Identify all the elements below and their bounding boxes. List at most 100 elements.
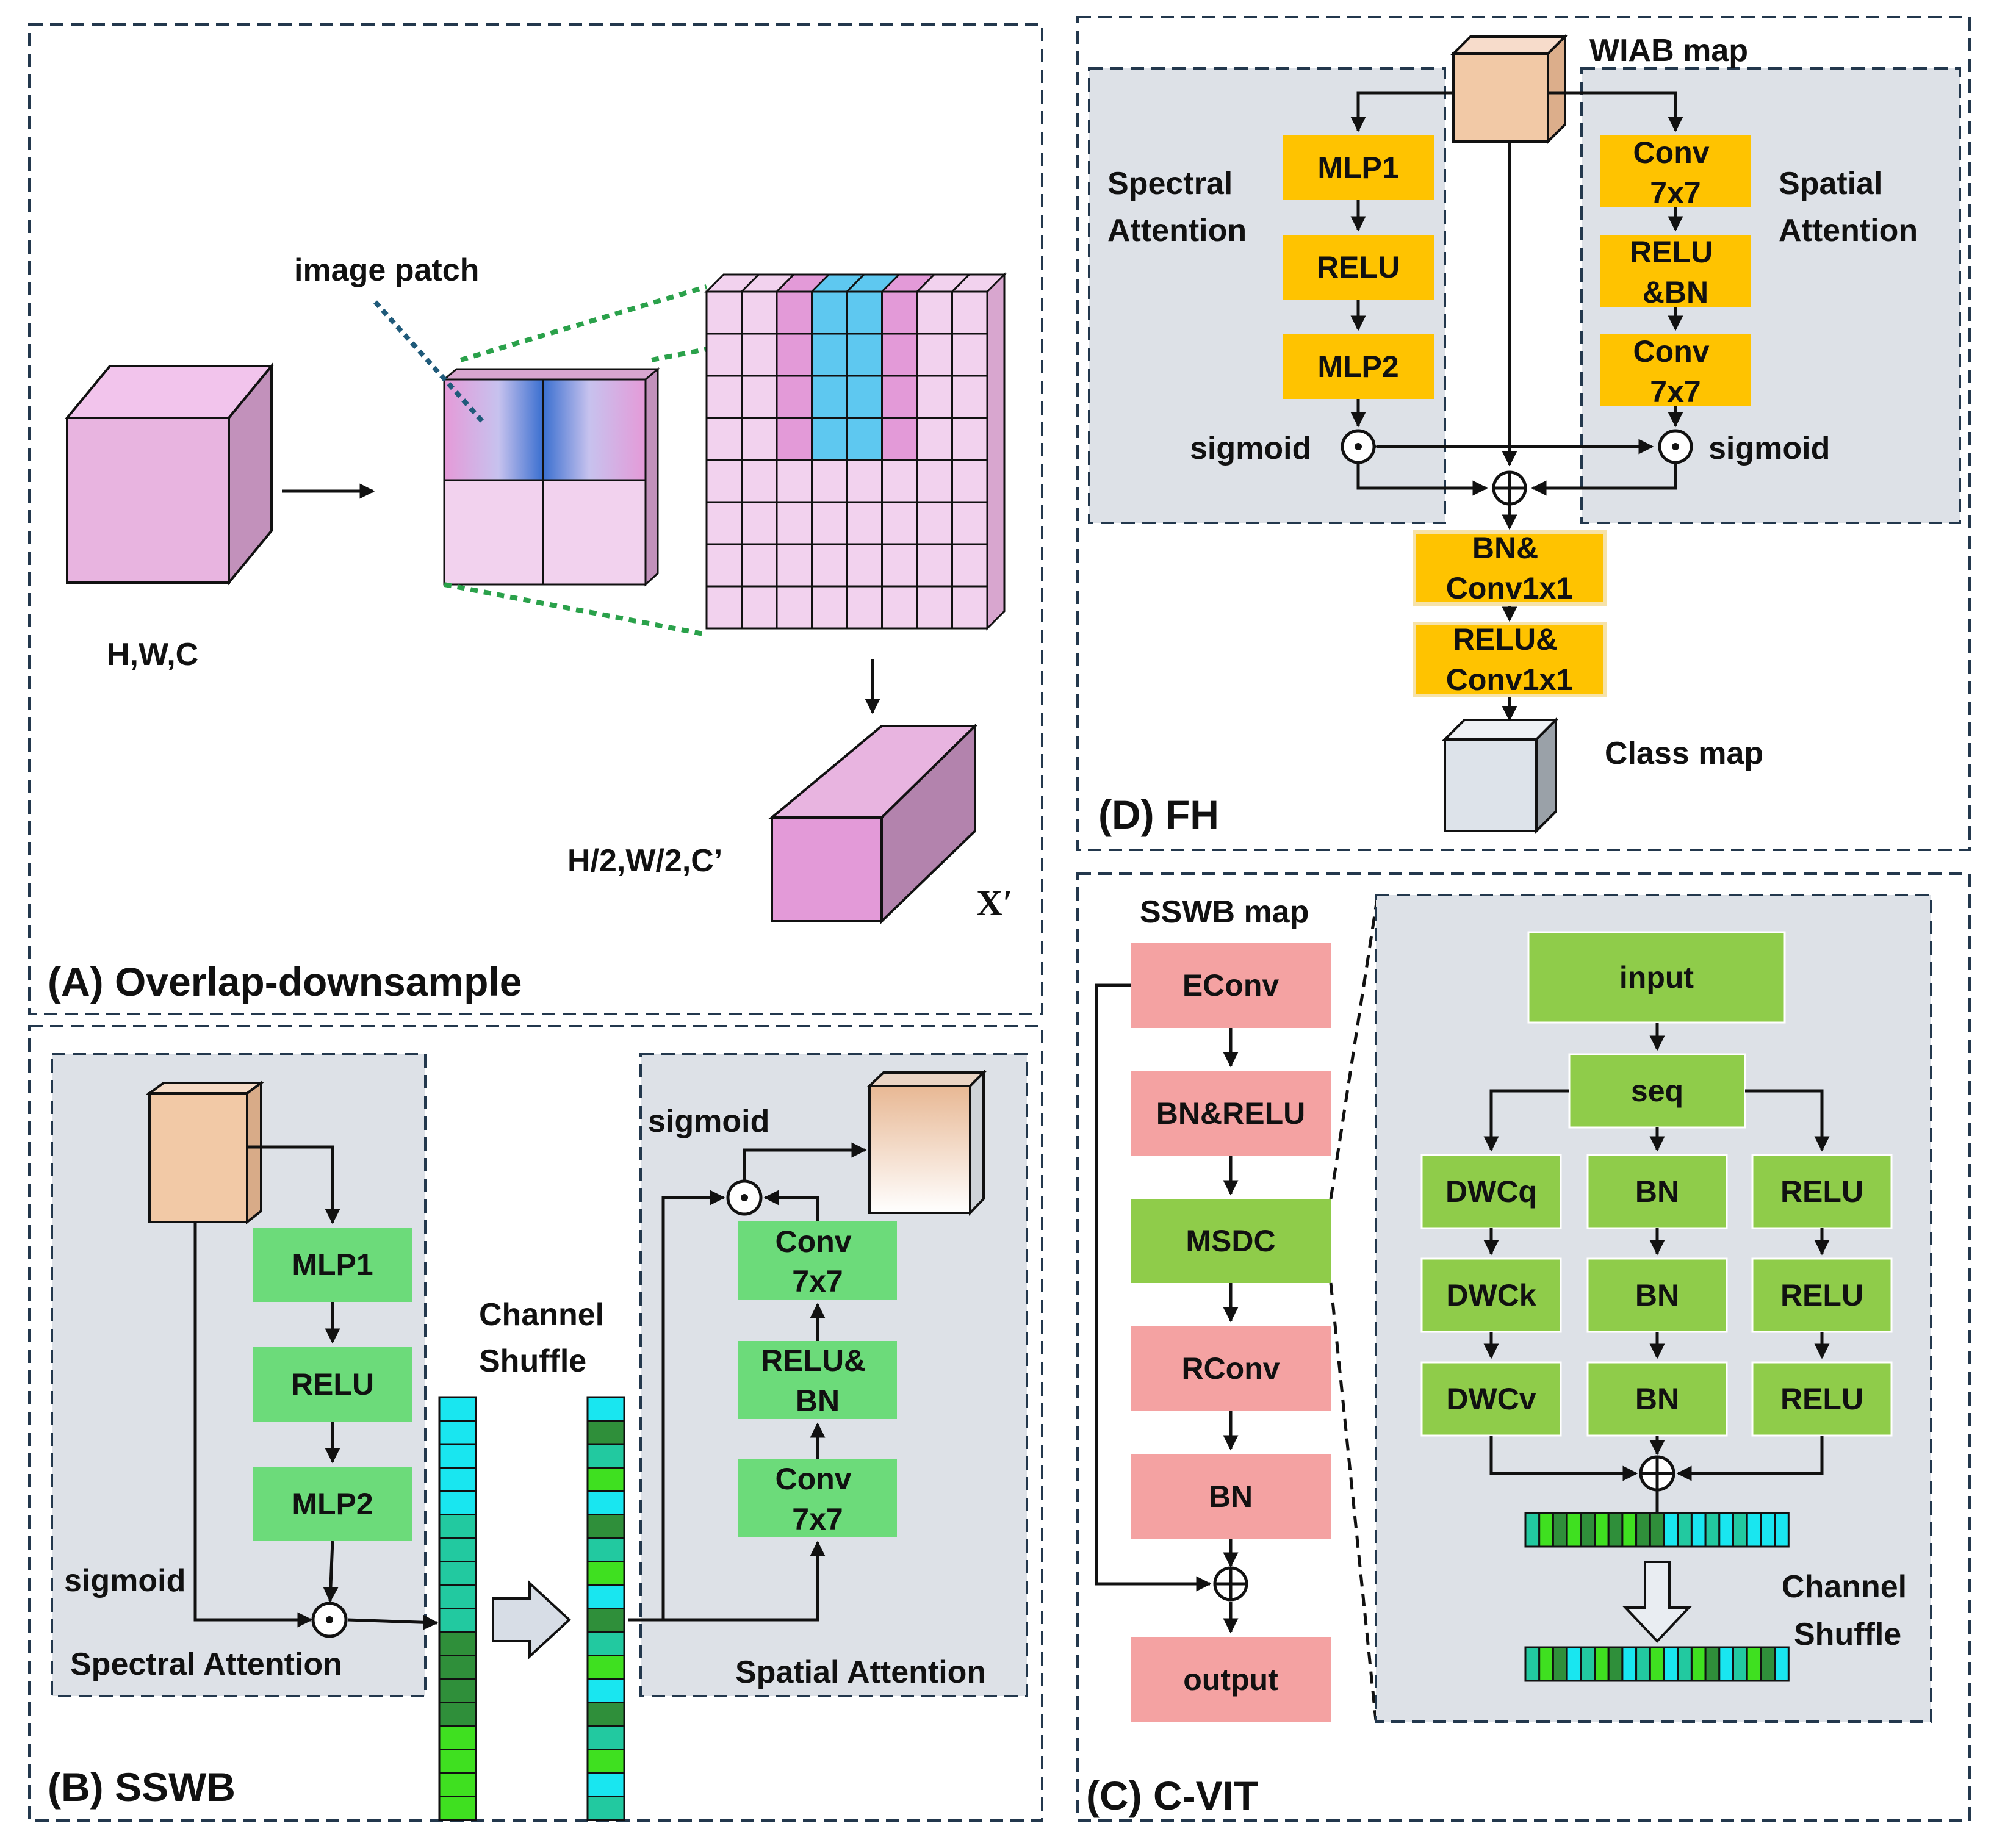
channel-cell: [1524, 1646, 1541, 1682]
grid-cell: [916, 459, 953, 503]
channel-cell: [586, 1608, 625, 1633]
channel-cell: [1677, 1512, 1693, 1548]
fh-mlp2-block: MLP2: [1283, 334, 1434, 399]
channel-cell: [1690, 1512, 1707, 1548]
channel-cell: [1580, 1512, 1596, 1548]
patch-pointer: [373, 300, 484, 423]
msdc-channel-shuffle-label: Channel Shuffle: [1782, 1569, 1916, 1652]
bn2-label: BN: [1635, 1278, 1679, 1312]
channel-cell: [1635, 1512, 1651, 1548]
channel-cell: [1635, 1646, 1651, 1682]
channel-cell: [1732, 1512, 1748, 1548]
output-feature-cube: [866, 1070, 987, 1216]
fh-conv2-label: Conv 7x7: [1633, 334, 1718, 409]
grid-cell: [776, 417, 813, 461]
channel-cell: [438, 1514, 477, 1539]
msdc-input-label: input: [1619, 960, 1694, 994]
grid-cell: [705, 501, 743, 545]
channel-cell: [586, 1396, 625, 1422]
bn-relu-label: BN&RELU: [1156, 1096, 1305, 1131]
fh-spectral-multiply-op: [1341, 429, 1376, 464]
channel-cell: [438, 1537, 477, 1562]
grid-cell: [741, 375, 778, 419]
spatial-conv1-label: Conv 7x7: [776, 1224, 860, 1298]
channel-cell: [1649, 1646, 1665, 1682]
channel-cell: [586, 1772, 625, 1797]
grid-cell: [846, 585, 883, 630]
output-block: output: [1131, 1637, 1331, 1722]
channel-cell: [438, 1631, 477, 1656]
relu-conv1x1-label: RELU& Conv1x1: [1446, 622, 1573, 697]
dwcv-block: DWCv: [1420, 1361, 1562, 1437]
channel-cell: [1594, 1646, 1610, 1682]
channel-cell: [1704, 1646, 1721, 1682]
sswb-map-label: SSWB map: [1140, 894, 1309, 930]
spectral-relu-block: RELU: [253, 1347, 412, 1422]
grid-cell: [741, 459, 778, 503]
grid-cell: [811, 501, 848, 545]
rconv-label: RConv: [1181, 1351, 1280, 1386]
channel-cell: [438, 1678, 477, 1703]
panel-c-frame: [1076, 872, 1971, 1822]
channel-cell: [1690, 1646, 1707, 1682]
channel-cell: [1760, 1512, 1776, 1548]
class-map-label: Class map: [1605, 736, 1763, 771]
panel-b-frame: [28, 1025, 1043, 1822]
grid-cell: [846, 459, 883, 503]
patch-cube: [441, 367, 661, 587]
grid-cell: [741, 417, 778, 461]
bn-label: BN: [1209, 1479, 1253, 1514]
grid-side-face: [986, 272, 1006, 631]
channel-cell: [1580, 1646, 1596, 1682]
channel-cell: [1538, 1646, 1554, 1682]
panel-c: SSWB map EConv BN&RELU MSDC RConv BN out…: [1076, 872, 1971, 1822]
grid-cell: [776, 501, 813, 545]
channel-cell: [438, 1749, 477, 1774]
grid-cell: [916, 375, 953, 419]
feature-grid: [704, 272, 1007, 631]
dwck-label: DWCk: [1446, 1278, 1536, 1312]
dwck-block: DWCk: [1420, 1257, 1562, 1333]
grid-cell: [881, 543, 918, 588]
channel-cell: [438, 1772, 477, 1797]
image-patch-label: image patch: [294, 253, 479, 288]
grid-cell: [811, 459, 848, 503]
channel-cell: [1746, 1512, 1762, 1548]
spectral-sigmoid-label: sigmoid: [64, 1563, 185, 1598]
fh-spectral-sigmoid-label: sigmoid: [1190, 431, 1311, 466]
output-name-label: X′: [976, 883, 1013, 923]
channel-cell: [586, 1443, 625, 1469]
grid-cell: [951, 501, 988, 545]
channel-cell: [1663, 1646, 1679, 1682]
fh-mlp2-label: MLP2: [1317, 350, 1398, 384]
relu2-block: RELU: [1751, 1257, 1893, 1333]
grid-cell: [776, 290, 813, 335]
fh-relu-label: RELU: [1317, 250, 1400, 284]
channel-cell: [586, 1467, 625, 1492]
channel-cell: [438, 1796, 477, 1821]
channel-cell: [586, 1561, 625, 1586]
bn-relu-block: BN&RELU: [1131, 1071, 1331, 1156]
grid-cell: [951, 333, 988, 377]
msdc-block: MSDC: [1131, 1199, 1331, 1283]
channel-cell: [586, 1514, 625, 1539]
grid-cell: [881, 585, 918, 630]
fh-flow-lines: [1350, 91, 1683, 722]
channel-cell: [1774, 1512, 1790, 1548]
fh-spectral-label: Spectral Attention: [1107, 166, 1247, 248]
spectral-multiply-op: [311, 1602, 348, 1638]
channel-cell: [1524, 1512, 1541, 1548]
bn-conv1x1-label: BN& Conv1x1: [1446, 531, 1573, 605]
channel-cell: [586, 1796, 625, 1821]
channel-cell: [1760, 1646, 1776, 1682]
bn2-block: BN: [1586, 1257, 1728, 1333]
grid-cell: [811, 543, 848, 588]
panel-b: MLP1 RELU MLP2 sigmoid Spectral Attentio…: [28, 1025, 1043, 1822]
channel-cell: [438, 1396, 477, 1422]
grid-cell: [846, 290, 883, 335]
channel-cell: [586, 1655, 625, 1680]
grid-cell: [705, 543, 743, 588]
channel-cell: [1607, 1512, 1624, 1548]
channel-cell: [586, 1725, 625, 1750]
